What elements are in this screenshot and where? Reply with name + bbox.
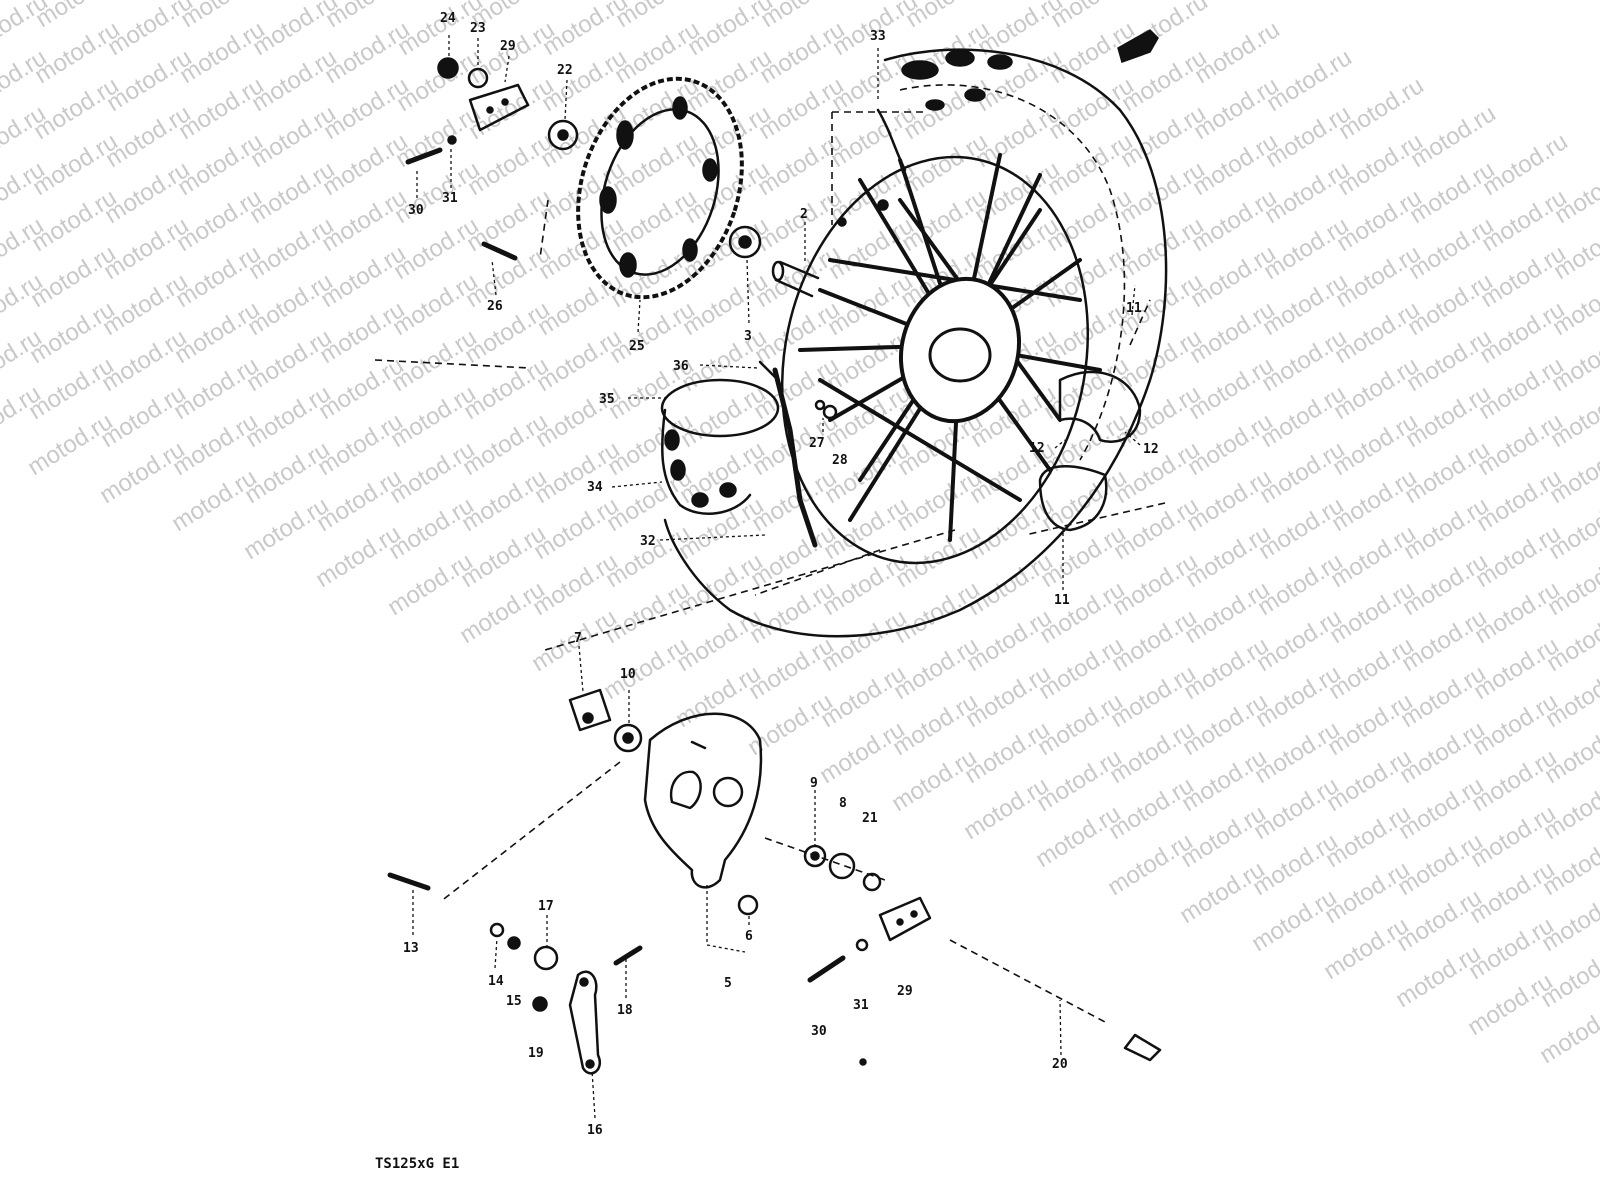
callout-2: 2 [800, 207, 808, 222]
callout-29: 29 [897, 984, 913, 999]
callout-10: 10 [620, 667, 636, 682]
sprocket-fasteners [405, 57, 579, 261]
callout-27: 27 [809, 436, 825, 451]
callout-6: 6 [745, 929, 753, 944]
callout-11: 11 [1126, 301, 1142, 316]
brake-panel-lower [643, 712, 763, 889]
sprocket [576, 76, 744, 300]
callout-labels: 24 23 29 22 33 30 31 2 26 3 25 11 36 35 … [403, 11, 1159, 1138]
callout-12: 12 [1143, 442, 1159, 457]
leader-lines [412, 35, 1141, 1119]
callout-8: 8 [839, 796, 847, 811]
callout-26: 26 [487, 299, 503, 314]
diagram-code: TS125xG E1 [375, 1156, 459, 1172]
callout-28: 28 [832, 453, 848, 468]
callout-29: 29 [500, 39, 516, 54]
callout-22: 22 [557, 63, 573, 78]
callout-31: 31 [853, 998, 869, 1013]
callout-9: 9 [810, 776, 818, 791]
callout-33: 33 [870, 29, 886, 44]
callout-15: 15 [506, 994, 522, 1009]
callout-36: 36 [673, 359, 689, 374]
callout-24: 24 [440, 11, 456, 26]
callout-3: 3 [744, 329, 752, 344]
callout-34: 34 [587, 480, 603, 495]
callout-14: 14 [488, 974, 504, 989]
callout-35: 35 [599, 392, 615, 407]
callout-25: 25 [629, 339, 645, 354]
lower-small-parts [387, 688, 1162, 1075]
callout-30: 30 [408, 203, 424, 218]
callout-21: 21 [862, 811, 878, 826]
direction-arrow-icon [1117, 29, 1159, 63]
callout-17: 17 [538, 899, 554, 914]
brake-shoes [1038, 370, 1142, 532]
callout-7: 7 [574, 631, 582, 646]
callout-19: 19 [528, 1046, 544, 1061]
callout-18: 18 [617, 1003, 633, 1018]
brake-panel-upper [660, 360, 818, 548]
callout-20: 20 [1052, 1057, 1068, 1072]
callout-11: 11 [1054, 593, 1070, 608]
callout-16: 16 [587, 1123, 603, 1138]
callout-32: 32 [640, 534, 656, 549]
watermark-text: motod.ru [1535, 996, 1600, 1069]
callout-5: 5 [724, 976, 732, 991]
callout-12: 12 [1029, 441, 1045, 456]
callout-31: 31 [442, 191, 458, 206]
rear-wheel-assembly [663, 48, 1168, 638]
callout-13: 13 [403, 941, 419, 956]
callout-30: 30 [811, 1024, 827, 1039]
callout-23: 23 [470, 21, 486, 36]
